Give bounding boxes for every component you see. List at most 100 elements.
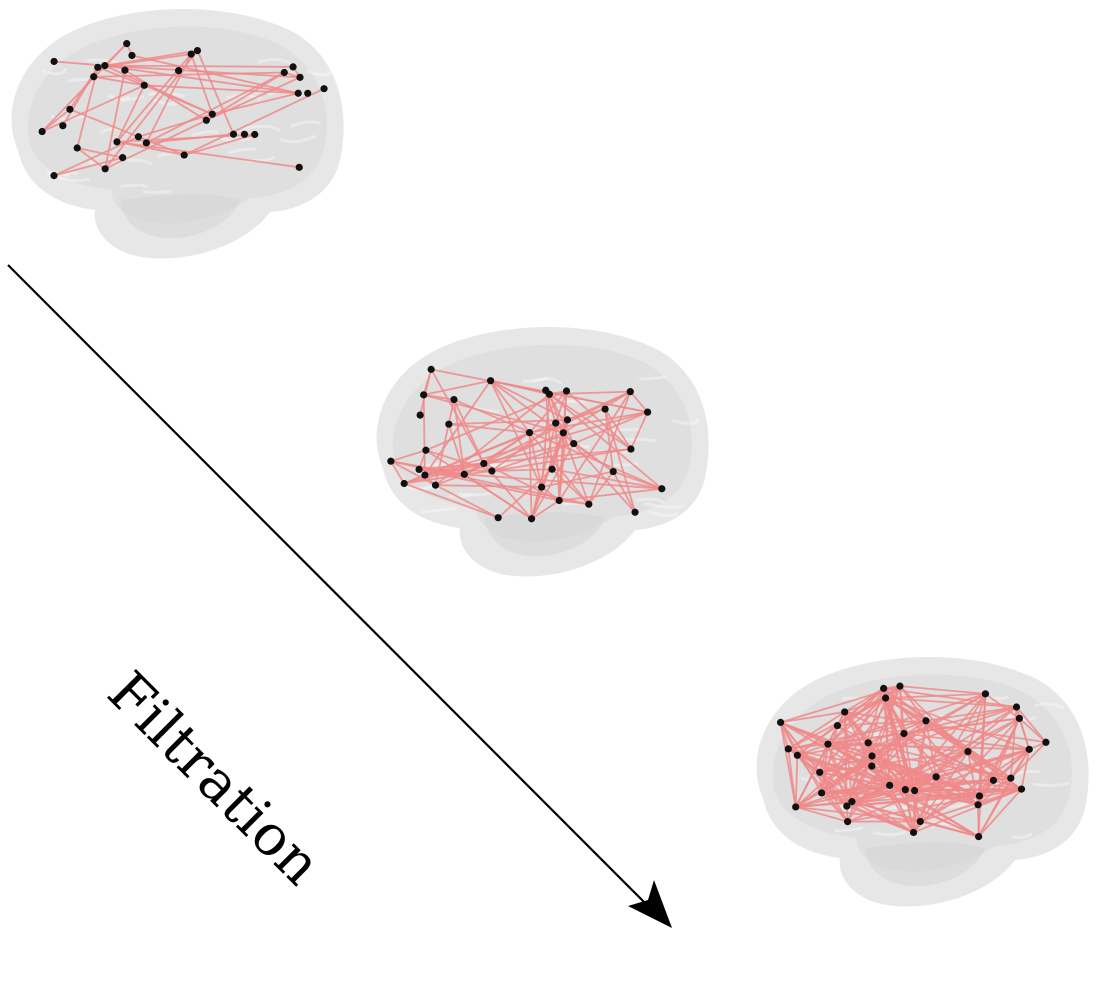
network-edge xyxy=(797,741,869,757)
network-edge xyxy=(1009,706,1018,779)
network-node xyxy=(527,515,536,523)
network-node xyxy=(1025,745,1033,753)
network-edge xyxy=(795,750,969,808)
brain-network-stage-1 xyxy=(0,0,360,270)
network-node xyxy=(1012,703,1021,711)
network-node xyxy=(841,708,849,716)
network-node xyxy=(868,762,876,770)
network-edge xyxy=(1020,749,1031,790)
network-node xyxy=(73,144,81,152)
brain-gyrus xyxy=(306,70,332,77)
network-edge xyxy=(795,806,921,823)
network-node xyxy=(563,416,572,424)
network-edge xyxy=(882,688,907,790)
network-edge xyxy=(183,87,325,156)
arrow-head xyxy=(628,880,672,928)
network-node xyxy=(304,89,312,97)
brain-gyrus xyxy=(126,158,153,166)
network-edge xyxy=(1015,706,1047,743)
network-edge xyxy=(884,697,905,734)
network-edge xyxy=(76,67,99,149)
network-edge xyxy=(97,66,145,87)
network-node xyxy=(295,163,303,171)
network-node xyxy=(420,391,428,399)
network-node xyxy=(294,89,302,97)
network-edge xyxy=(912,720,927,833)
network-node xyxy=(38,127,46,136)
brain-gyrus xyxy=(120,183,149,189)
network-edge xyxy=(821,732,905,794)
network-node xyxy=(901,786,909,794)
network-edge xyxy=(844,687,885,713)
network-edge xyxy=(93,71,285,78)
network-edge xyxy=(190,53,214,115)
network-node xyxy=(240,130,249,138)
network-edge xyxy=(795,806,848,823)
network-node xyxy=(421,471,429,479)
network-node xyxy=(123,40,131,48)
network-edge xyxy=(145,53,192,144)
network-edge xyxy=(41,108,71,133)
network-edge xyxy=(104,70,126,169)
network-edge xyxy=(883,687,1017,708)
network-node xyxy=(1015,714,1023,722)
network-node xyxy=(881,694,890,702)
network-node xyxy=(66,105,74,113)
network-edge xyxy=(795,788,1022,808)
brain-gyrus xyxy=(834,826,864,833)
network-edge xyxy=(919,748,1030,823)
network-edge xyxy=(93,75,145,87)
network-nodes xyxy=(776,682,1050,841)
network-node xyxy=(400,479,408,488)
network-node xyxy=(922,717,930,725)
brain-gyrus xyxy=(58,176,91,182)
network-node xyxy=(932,773,940,781)
network-edge xyxy=(884,697,916,791)
network-edge xyxy=(131,54,299,95)
network-edge xyxy=(212,92,299,116)
network-node xyxy=(792,803,800,811)
network-node xyxy=(900,729,908,738)
network-edge xyxy=(1010,741,1047,779)
network-edge xyxy=(846,789,915,807)
network-edge xyxy=(903,706,1017,735)
network-node xyxy=(644,408,652,416)
brain-network-stage-3 xyxy=(745,648,1100,918)
network-node xyxy=(1017,785,1026,793)
network-node xyxy=(59,122,67,130)
network-node xyxy=(193,46,202,55)
brain-gyrus xyxy=(279,134,317,144)
network-edge xyxy=(76,147,106,170)
network-edge xyxy=(843,711,848,807)
network-node xyxy=(320,85,328,93)
network-node xyxy=(422,446,430,454)
brain-gyrus xyxy=(86,58,121,65)
network-edge xyxy=(196,50,235,135)
network-edge xyxy=(794,755,799,807)
brain-gyrus xyxy=(648,510,680,518)
network-node xyxy=(848,798,856,806)
network-node xyxy=(548,465,556,473)
network-node xyxy=(480,459,488,468)
network-node xyxy=(525,429,534,437)
network-node xyxy=(552,419,560,427)
network-node xyxy=(844,818,852,826)
brain-gyrus xyxy=(191,130,218,138)
network-node xyxy=(824,740,832,748)
network-edge xyxy=(116,84,146,143)
network-node xyxy=(113,138,121,146)
network-node xyxy=(187,50,195,58)
network-node xyxy=(816,768,824,776)
network-node xyxy=(486,377,495,385)
network-edge xyxy=(779,722,797,808)
network-node xyxy=(562,387,571,395)
brain-gyrus xyxy=(152,97,178,106)
network-node xyxy=(909,828,918,837)
network-edges xyxy=(779,685,1047,838)
network-edge xyxy=(104,49,198,67)
filtration-label: Filtration xyxy=(95,659,334,899)
brain-shape-layer xyxy=(865,842,985,887)
network-edge xyxy=(967,693,987,752)
network-node xyxy=(251,130,259,139)
network-edge xyxy=(1015,706,1031,750)
